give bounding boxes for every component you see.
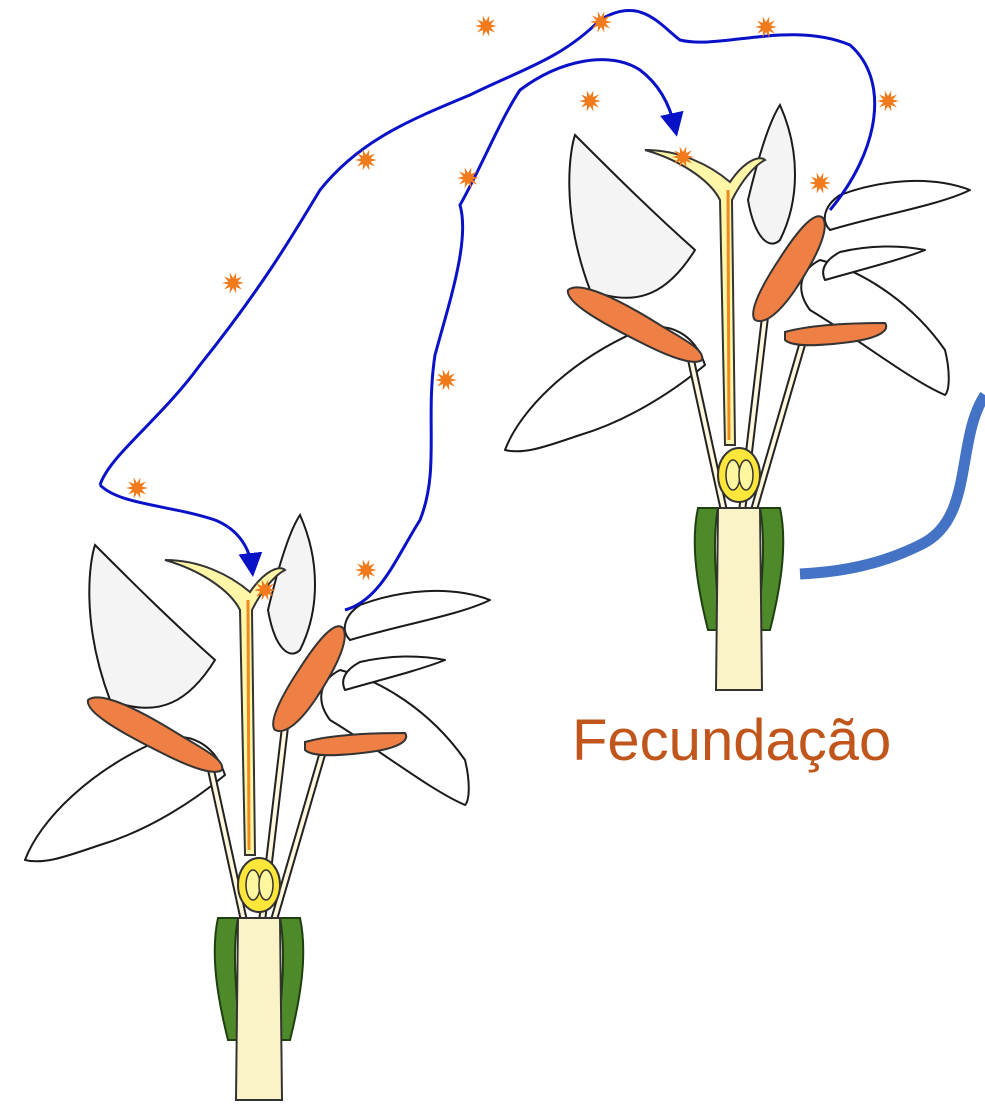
- pollen-grain: [877, 90, 899, 112]
- flower-left: [23, 513, 492, 1102]
- pollen-grain: [126, 477, 148, 499]
- pollen-grain: [755, 16, 777, 38]
- pollen-grain: [222, 272, 244, 294]
- pollen-grain: [590, 11, 612, 33]
- pollen-grain: [457, 167, 479, 189]
- pollen-grain: [355, 559, 377, 581]
- pollination-path-inner: [344, 58, 684, 612]
- fertilization-label: Fecundação: [572, 708, 892, 773]
- pollen-grain: [475, 15, 497, 37]
- pollen-grain: [254, 579, 276, 601]
- pollination-path-outer: [98, 8, 877, 486]
- pollen-grain: [672, 146, 694, 168]
- cycle-arc: [799, 391, 985, 580]
- pollen-grain: [355, 149, 377, 171]
- pollen-grain: [579, 90, 601, 112]
- flower-right: [503, 103, 972, 692]
- pollen-grains: [126, 11, 899, 601]
- pollen-grain: [435, 369, 457, 391]
- pollination-arrow-left: [98, 483, 263, 577]
- pollen-grain: [809, 172, 831, 194]
